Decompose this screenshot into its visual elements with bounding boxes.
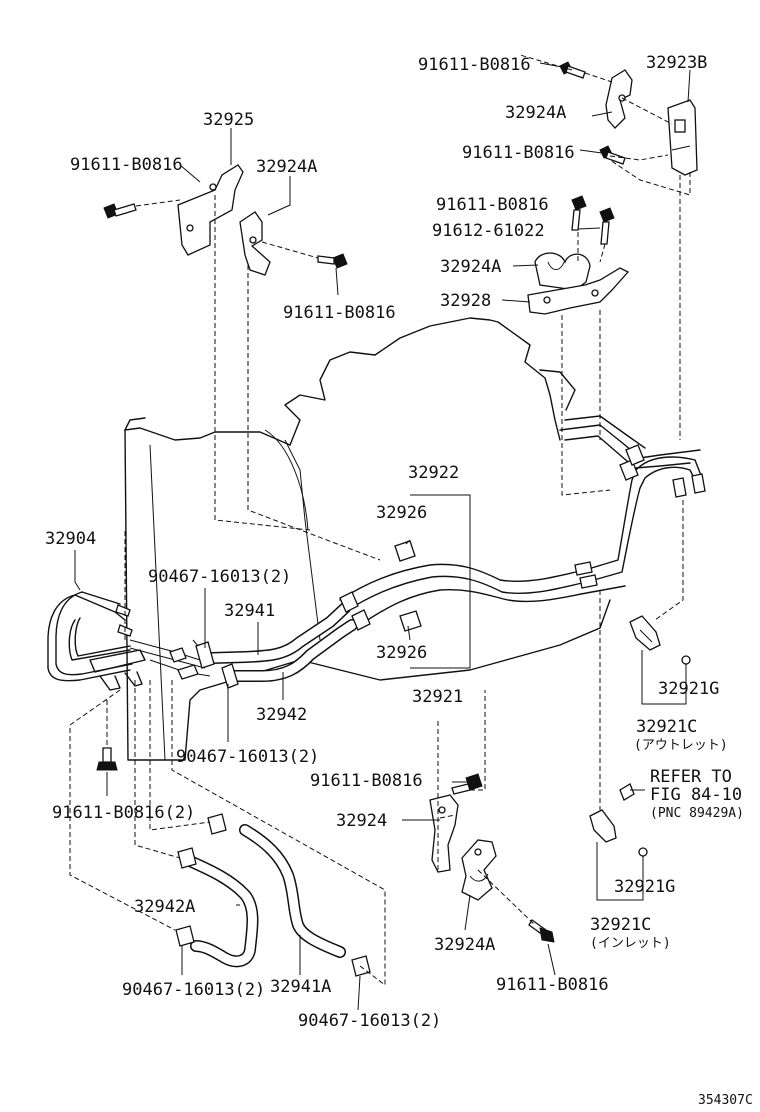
cushion-32926-lower (399, 610, 422, 632)
bolt-top-1 (559, 61, 586, 79)
oil-cooler-tubes (339, 415, 706, 626)
label-bolt-91611-2x: 91611-B0816(2) (52, 803, 195, 823)
bolt-mid-1 (571, 195, 587, 231)
assembly-lines (69, 54, 691, 987)
transmission-case-outline (124, 317, 611, 761)
clamp-32924A-left (239, 211, 271, 276)
label-clamp-32924A-top: 32924A (505, 103, 566, 123)
label-left-bolt-1: 91611-B0816 (70, 155, 183, 175)
label-bracket-32924: 32924 (336, 811, 387, 831)
label-oring-32921G-lower: 32921G (614, 877, 675, 897)
oring-32921G-lower (638, 847, 648, 857)
label-union-lower-note: (インレット) (590, 936, 671, 951)
bolt-91611-bottom (528, 919, 555, 943)
clamp-32924A-top (605, 69, 633, 129)
bracket-32923B (667, 99, 698, 176)
clip-90467-upper (192, 639, 215, 669)
hose-32942A (186, 856, 259, 968)
label-hose-32941A: 32941A (270, 977, 331, 997)
clip-90467-hose-ends (339, 591, 371, 631)
label-union-32921C-lower: 32921C (590, 915, 651, 935)
bracket-32925 (177, 164, 244, 256)
label-union-upper-note: (アウトレット) (634, 738, 728, 753)
clamp-32924A-lower (461, 839, 497, 901)
label-clip-90467-upper: 90467-16013(2) (148, 567, 291, 587)
label-bolt-91611-bottom: 91611-B0816 (496, 975, 609, 995)
bolt-91611-lower (451, 773, 483, 795)
bolt-top-2 (599, 145, 626, 165)
bolt-left-1 (103, 203, 137, 219)
clip-90467-right (207, 813, 371, 977)
bolt-mid-2 (599, 207, 615, 245)
label-oring-32921G-upper: 32921G (658, 679, 719, 699)
hose-32941A (239, 824, 346, 958)
label-cushion-32926-lower: 32926 (376, 643, 427, 663)
cushion-32926-upper (394, 540, 416, 562)
label-hose-32942A: 32942A (134, 897, 195, 917)
clip-90467-left (175, 847, 197, 947)
label-cooler-32904: 32904 (45, 529, 96, 549)
label-clip-90467-mid: 90467-16013(2) (176, 747, 319, 767)
label-hose-32941: 32941 (224, 601, 275, 621)
label-bracket-32923B: 32923B (646, 53, 707, 73)
label-refer-line-2: FIG 84-10 (650, 785, 742, 805)
oil-cooler-32904 (47, 591, 211, 691)
label-clamp-32924A-mid: 32924A (440, 257, 501, 277)
union-32921C-upper (629, 615, 661, 651)
label-clamp-32924A-lower: 32924A (434, 935, 495, 955)
label-clamp-32924A-left: 32924A (256, 157, 317, 177)
part-labels: 91611-B0816 32923B 32924A 91611-B0816 32… (45, 53, 753, 1108)
label-refer-line-1: REFER TO (650, 767, 732, 787)
label-mid-bolt-1: 91611-B0816 (436, 195, 549, 215)
label-cushion-32926-upper: 32926 (376, 503, 427, 523)
union-32921C-lower (589, 809, 617, 843)
label-hose-32942: 32942 (256, 705, 307, 725)
label-left-bolt-2: 91611-B0816 (283, 303, 396, 323)
bolt-91611-2x (96, 747, 118, 771)
clamp-32924A-mid (534, 252, 591, 291)
label-bolt-91611-lower: 91611-B0816 (310, 771, 423, 791)
label-refer-line-3: (PNC 89429A) (650, 806, 744, 821)
bracket-32928 (527, 267, 630, 315)
leader-lines (74, 62, 691, 1011)
drawing-code: 354307C (698, 1093, 753, 1108)
label-tube-32922: 32922 (408, 463, 459, 483)
bracket-32924 (429, 794, 459, 873)
label-clip-90467-right: 90467-16013(2) (298, 1011, 441, 1031)
label-top-bolt-1: 91611-B0816 (418, 55, 531, 75)
label-union-32921C-upper: 32921C (636, 717, 697, 737)
label-mid-bolt-2: 91612-61022 (432, 221, 545, 241)
fittings-cooler-side (169, 647, 199, 680)
label-top-bolt-2: 91611-B0816 (462, 143, 575, 163)
bolt-left-2 (317, 253, 348, 269)
hose-32941 (206, 602, 351, 664)
label-bracket-32925: 32925 (203, 110, 254, 130)
oring-32921G-upper (681, 655, 691, 665)
label-tube-32921: 32921 (412, 687, 463, 707)
label-clip-90467-left: 90467-16013(2) (122, 980, 265, 1000)
label-bracket-32928: 32928 (440, 291, 491, 311)
hose-32942 (226, 619, 358, 682)
clip-90467-mid (221, 663, 239, 689)
connector-refer-fig (619, 783, 645, 801)
